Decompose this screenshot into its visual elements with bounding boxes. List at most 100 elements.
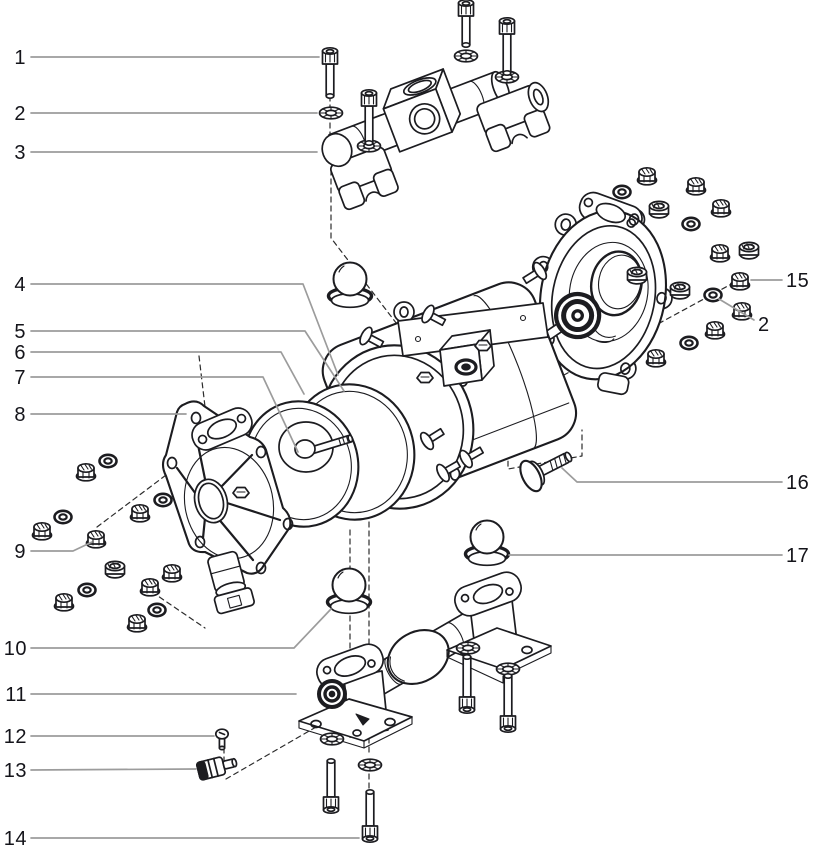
flange-nut [626,266,648,285]
left-foot [298,643,413,749]
washer [681,216,701,232]
top-manifold [321,68,551,211]
lock-washer [318,106,344,120]
dashed-alignment-line [225,718,331,780]
leader-line-10 [30,608,332,649]
lock-nut [139,577,161,597]
socket-head-bolt [322,757,340,815]
leader-line-16 [561,467,783,483]
lock-nut [31,521,53,541]
flange-nut [648,200,670,219]
cover-bottom-valve [207,550,255,615]
washer [612,184,632,200]
hex-nut [232,486,250,499]
callout-label-2: 2 [14,103,26,125]
washer [153,492,173,508]
valve-stem-pin [436,460,462,483]
lock-washer [495,662,521,676]
leader-line-6 [30,351,305,395]
washer [98,453,118,469]
lock-nut [645,348,667,368]
tee-fitting [382,68,462,153]
callout-label-5: 5 [14,321,26,343]
leader-line-9 [30,541,93,552]
valve-stem-pin [459,446,485,469]
lock-nut [85,529,107,549]
diaphragm-disc-stack [213,383,416,528]
socket-head-bolt [498,16,516,77]
callout-label-10: 10 [4,638,27,660]
callout-label-13: 13 [4,760,27,782]
callout-label-14: 14 [4,828,27,850]
socket-head-bolt [499,672,517,734]
lock-nut [75,462,97,482]
flange-nut [669,281,691,300]
lock-washer [357,758,383,772]
washer [147,602,167,618]
callout-label-12: 12 [4,726,27,748]
right-clamp [476,81,551,153]
outlet-tee [439,329,495,387]
valve-stem-pin [522,261,548,285]
callout-label-15: 15 [786,270,809,292]
socket-head-bolt [360,88,378,147]
right-foot [446,571,552,684]
flange-nut [104,560,126,579]
callout-label-6: 6 [14,342,26,364]
callout-label-11: 11 [5,684,27,706]
nameplate [397,302,549,357]
washer [703,287,723,303]
lock-nut [710,198,732,218]
dashed-alignment-line [330,169,401,329]
lock-nut [53,592,75,612]
lock-nut [126,613,148,633]
pan-head-screw [214,728,230,751]
callout-leader-lines [30,56,783,839]
flange-nut [738,241,760,260]
callout-label-7: 7 [14,367,26,389]
callout-label-2: 2 [758,314,770,336]
bearing [544,291,602,340]
leader-line-7 [30,376,299,453]
lock-nut [129,503,151,523]
socket-head-bolt [361,788,379,844]
washer [53,509,73,525]
hex-nut [416,371,434,384]
cover-top-flange [191,407,253,451]
callout-label-3: 3 [14,142,26,164]
ball-cap [325,567,373,615]
lock-nut [636,166,658,186]
leader-line-5 [30,330,345,392]
lock-washer [319,732,345,746]
lock-washer [453,49,479,63]
callout-label-4: 4 [14,274,26,296]
dashed-alignment-line [151,591,206,629]
valve-stem-pin [419,427,445,451]
lock-nut [729,271,751,291]
foot-bearing [317,679,347,709]
ball-cap [326,261,374,309]
callout-label-16: 16 [786,472,809,494]
callout-label-9: 9 [14,541,26,563]
dashed-alignment-line [96,456,191,528]
socket-head-bolt [457,0,475,49]
callout-label-17: 17 [786,545,809,567]
leader-line-2 [718,298,755,321]
bottom-manifold [298,571,552,749]
piston-hub [278,421,354,473]
right-bearing-cover [531,191,673,396]
socket-head-bolt [321,46,339,100]
washer [679,335,699,351]
leader-line-13 [30,768,197,771]
valve-stem-pin [359,326,385,349]
lock-nut [709,243,731,263]
fasteners [31,0,760,844]
lock-nut [731,301,753,321]
socket-head-bolt [458,653,476,715]
inlet-valve-fitting [196,756,238,781]
washer [77,582,97,598]
leader-line-4 [30,283,339,376]
lock-washer [455,641,481,655]
